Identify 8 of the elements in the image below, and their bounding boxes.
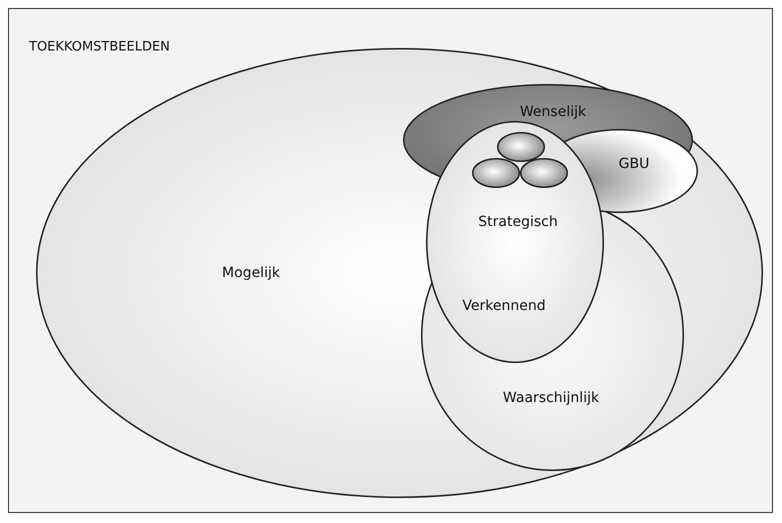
region-label: Wenselijk bbox=[520, 104, 586, 120]
region-label: Verkennend bbox=[462, 298, 546, 314]
region-label: Strategisch bbox=[478, 214, 558, 230]
region-label: GBU bbox=[618, 156, 650, 172]
diagram-frame bbox=[8, 8, 773, 513]
region-label: Waarschijnlijk bbox=[502, 390, 600, 406]
frame-label: TOEKKOMSTBEELDEN bbox=[29, 40, 170, 54]
region-label: Mogelijk bbox=[222, 265, 280, 281]
